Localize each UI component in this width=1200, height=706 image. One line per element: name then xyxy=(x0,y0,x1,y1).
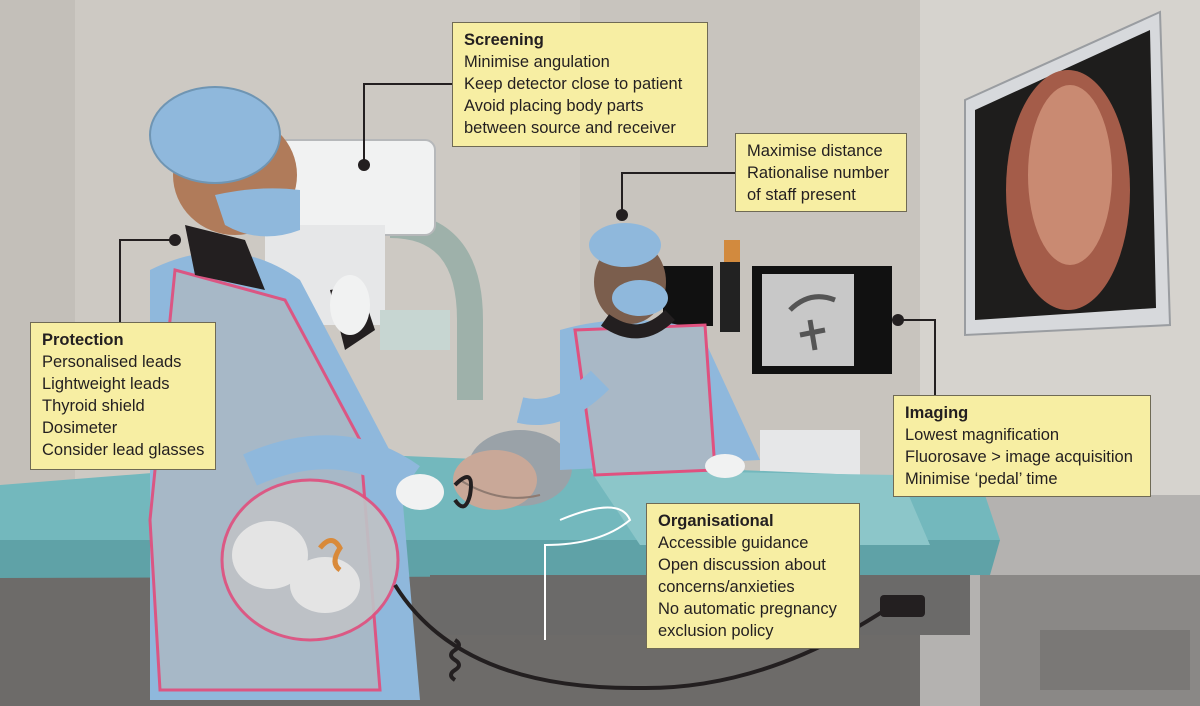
organisational-line: Accessible guidance xyxy=(658,534,809,552)
organisational-line: Open discussion about xyxy=(658,556,826,574)
protection-line: Lightweight leads xyxy=(42,375,170,393)
protection-line: Consider lead glasses xyxy=(42,441,205,459)
fetus-illustration xyxy=(220,478,400,642)
screening-line: Keep detector close to patient xyxy=(464,75,683,93)
screening-line: Minimise angulation xyxy=(464,53,610,71)
protection-line: Dosimeter xyxy=(42,419,118,437)
organisational-callout: Organisational Accessible guidance Open … xyxy=(646,503,860,649)
distance-callout: Maximise distance Rationalise number of … xyxy=(735,133,907,212)
imaging-line: Minimise ‘pedal’ time xyxy=(905,470,1058,488)
screening-line: Avoid placing body parts xyxy=(464,97,644,115)
distance-line: Maximise distance xyxy=(747,142,883,160)
protection-line: Thyroid shield xyxy=(42,397,145,415)
organisational-line: exclusion policy xyxy=(658,622,774,640)
protection-title: Protection xyxy=(42,331,124,349)
monitor-icon xyxy=(964,10,1172,337)
distance-line: of staff present xyxy=(747,186,856,204)
imaging-line: Fluorosave > image acquisition xyxy=(905,448,1133,466)
screening-line: between source and receiver xyxy=(464,119,676,137)
screening-callout: Screening Minimise angulation Keep detec… xyxy=(452,22,708,147)
screening-title: Screening xyxy=(464,31,544,49)
organisational-line: concerns/anxieties xyxy=(658,578,795,596)
protection-line: Personalised leads xyxy=(42,353,182,371)
organisational-line: No automatic pregnancy xyxy=(658,600,837,618)
distance-line: Rationalise number xyxy=(747,164,890,182)
assistant-figure xyxy=(516,223,760,478)
imaging-callout: Imaging Lowest magnification Fluorosave … xyxy=(893,395,1151,497)
fluoroscopy-image xyxy=(663,240,892,374)
imaging-line: Lowest magnification xyxy=(905,426,1060,444)
imaging-title: Imaging xyxy=(905,404,969,422)
organisational-title: Organisational xyxy=(658,512,774,530)
patient-figure xyxy=(453,430,572,510)
protection-callout: Protection Personalised leads Lightweigh… xyxy=(30,322,216,470)
